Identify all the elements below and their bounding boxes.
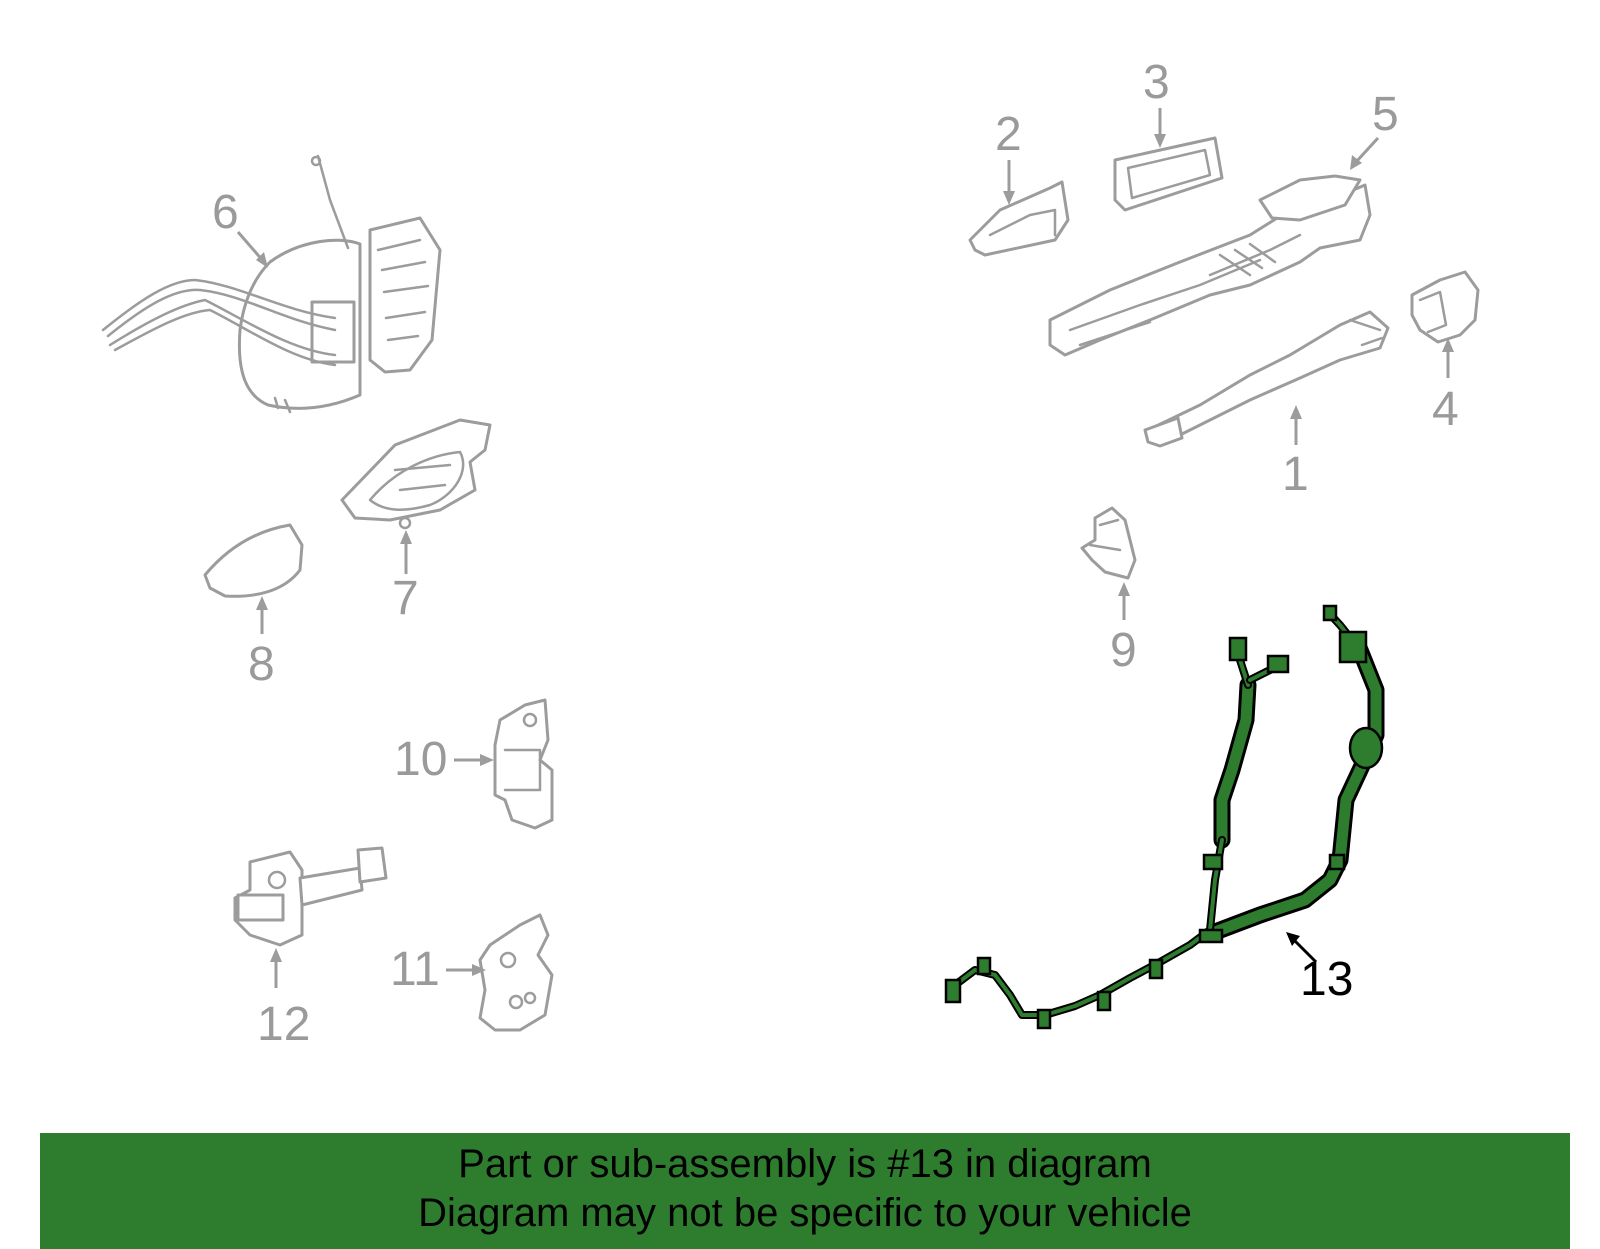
callout-4: 4 <box>1432 383 1459 436</box>
callout-12: 12 <box>257 998 310 1051</box>
callout-7: 7 <box>392 572 419 625</box>
part-6-lock-actuator[interactable] <box>101 154 442 414</box>
part-7-inside-handle[interactable] <box>340 418 492 530</box>
part-12-door-check[interactable] <box>233 846 388 947</box>
callout-6: 6 <box>212 186 239 239</box>
part-5-handle-carrier[interactable] <box>1048 174 1372 357</box>
part-9-clip[interactable] <box>1080 506 1137 580</box>
banner-line-1: Part or sub-assembly is #13 in diagram <box>458 1142 1152 1186</box>
part-10-bracket[interactable] <box>493 698 554 830</box>
part-4-end-cap[interactable] <box>1410 270 1480 344</box>
arrow-5 <box>1354 136 1380 164</box>
callout-2: 2 <box>995 108 1022 161</box>
part-13-wiring-harness[interactable] <box>944 604 1385 1030</box>
callout-9: 9 <box>1110 624 1137 677</box>
part-3-gasket[interactable] <box>1113 136 1224 212</box>
part-11-striker[interactable] <box>478 913 554 1032</box>
part-8-cover[interactable] <box>203 523 304 598</box>
callout-5: 5 <box>1372 88 1399 141</box>
callout-3: 3 <box>1143 56 1170 109</box>
part-1-outside-handle[interactable] <box>1143 310 1390 448</box>
notice-banner: Part or sub-assembly is #13 in diagram D… <box>40 1133 1570 1249</box>
callout-11: 11 <box>390 943 440 996</box>
callout-1: 1 <box>1282 448 1309 501</box>
callout-10: 10 <box>394 733 447 786</box>
banner-line-2: Diagram may not be specific to your vehi… <box>418 1191 1192 1235</box>
callout-8: 8 <box>248 638 275 691</box>
part-2-cover[interactable] <box>968 180 1070 257</box>
callout-13: 13 <box>1300 953 1353 1006</box>
arrow-13 <box>1292 938 1318 964</box>
